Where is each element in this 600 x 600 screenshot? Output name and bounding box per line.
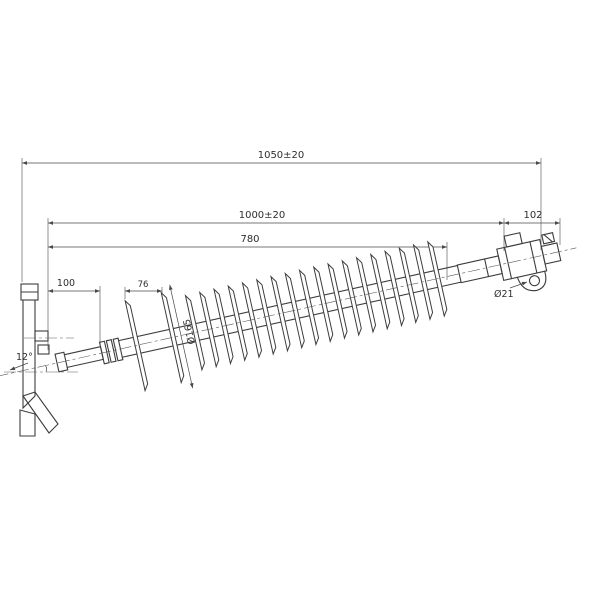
dim-label-shed-spacing: 76 xyxy=(138,280,149,290)
dim-label-left-end: 100 xyxy=(57,278,75,289)
object-line xyxy=(66,358,104,368)
object-line xyxy=(543,234,554,243)
dim-shed-diameter: Ø165 xyxy=(168,284,198,389)
dim-shed-spacing: 76 xyxy=(124,280,163,299)
dim-overall-length: 1050±20 xyxy=(21,150,542,282)
angle-annotation: 12° xyxy=(4,352,78,373)
dim-label-body-length: 1000±20 xyxy=(239,210,286,221)
object-line xyxy=(484,258,490,278)
dim-left-end: 100 xyxy=(48,278,101,344)
angle-arc xyxy=(45,365,47,373)
bracket-strut xyxy=(22,391,59,434)
dim-label-overall-length: 1050±20 xyxy=(258,150,305,161)
dim-label-mounting-angle: 12° xyxy=(16,352,33,363)
dim-terminal-length: 102 xyxy=(504,210,561,245)
object-line xyxy=(504,246,513,280)
shed-fin xyxy=(327,262,348,340)
bracket-plate xyxy=(22,299,36,410)
dim-label-shed-diameter: Ø165 xyxy=(182,318,198,345)
shed-fin xyxy=(312,265,334,344)
clamp-bolt xyxy=(503,232,523,248)
bracket-bolt-lower xyxy=(37,344,50,355)
object-line xyxy=(63,346,102,356)
lug-bolt xyxy=(541,232,556,245)
insulator-assembly: Ø165 xyxy=(0,232,577,393)
center-axis-line xyxy=(0,247,577,377)
mounting-bracket xyxy=(19,283,74,437)
dim-insulating-length: 780 xyxy=(48,234,448,280)
dim-body-length: 1000±20 xyxy=(47,210,505,350)
dim-label-terminal-length: 102 xyxy=(523,210,542,221)
dim-label-insulating-length: 780 xyxy=(240,234,259,245)
bracket-bolt-upper xyxy=(34,330,49,342)
terminal-hole xyxy=(528,275,541,287)
line-clamp xyxy=(496,232,562,292)
angle-leader xyxy=(9,362,29,371)
dimension-line xyxy=(168,284,194,389)
dim-label-hole-diameter: Ø21 xyxy=(494,289,514,300)
dim-hole-diameter: Ø21 xyxy=(494,281,528,300)
hook-bracket xyxy=(516,270,547,292)
bracket-foot xyxy=(19,409,36,437)
leader-line xyxy=(509,281,528,289)
